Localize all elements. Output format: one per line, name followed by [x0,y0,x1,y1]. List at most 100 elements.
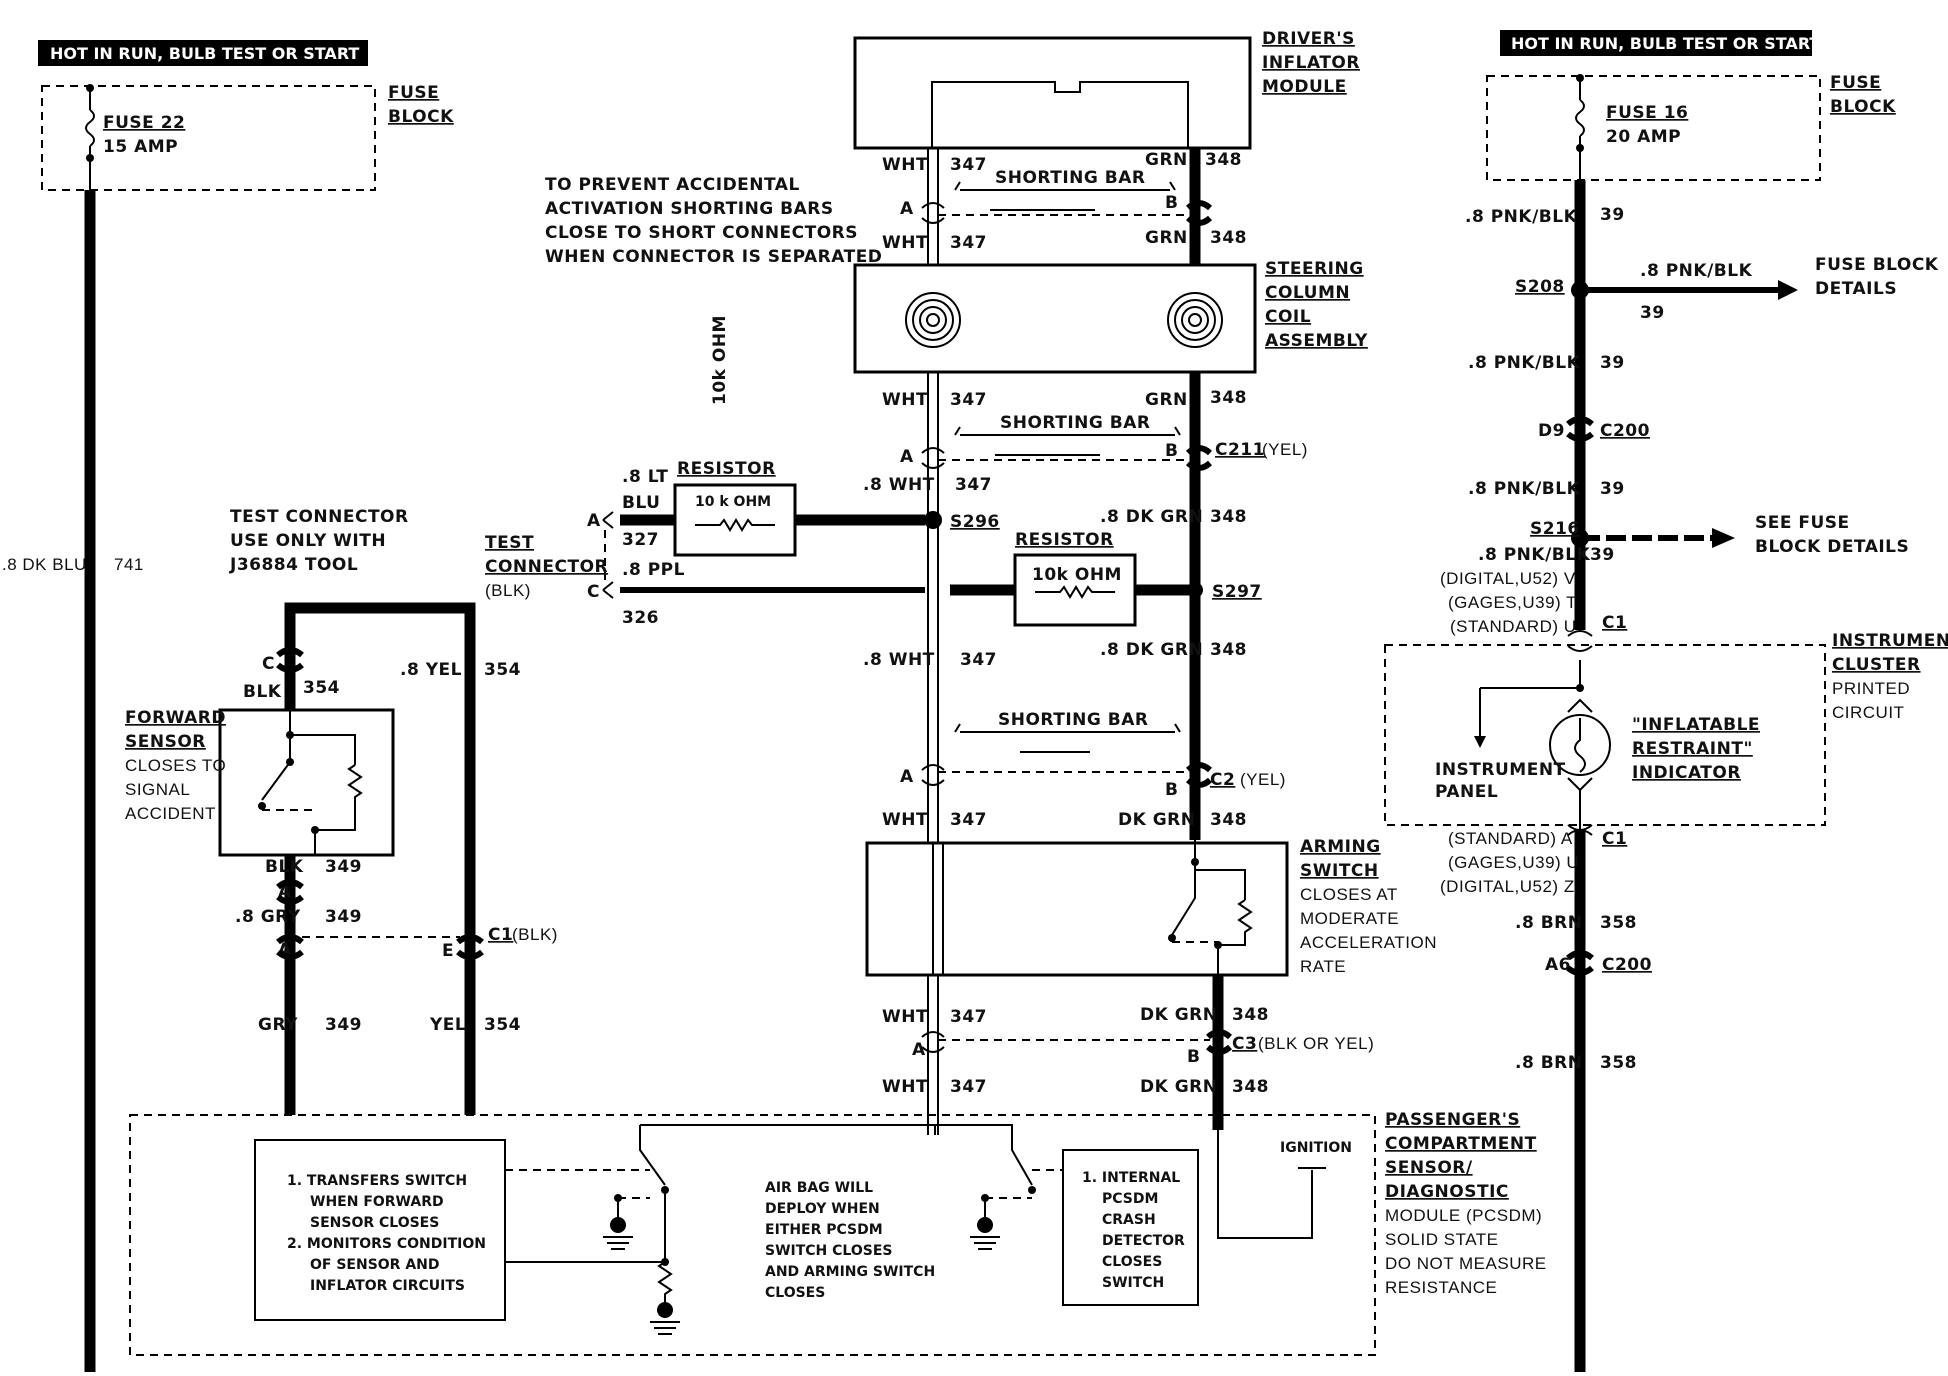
test-connector-circuit: S296 .8 LT BLU 327 RESISTOR 10 k OHM .8 … [229,459,999,628]
wire-label: 1. TRANSFERS SWITCH [287,1173,467,1189]
wire-label: 39 [1640,303,1665,323]
details-2-label-2: BLOCK DETAILS [1755,537,1909,557]
wire-label: DK GRN [1140,1005,1217,1025]
test-connector-label-1: TEST [485,533,534,553]
vertical-resistor-label: 10k OHM [710,315,730,405]
wire-label: AIR BAG WILL [765,1180,873,1196]
forward-sensor-box [218,708,395,857]
wire-labels: WHT 347 GRN 348 WHT 347 GRN 348 WHT 347 … [863,150,1269,1097]
wire-label: 348 [1210,228,1247,248]
coil-label-3: COIL [1265,307,1311,327]
wire-label: 358 [1600,1053,1637,1073]
test-note-2: USE ONLY WITH [230,531,386,551]
right-circuit: .8 PNK/BLK 39 S208 .8 PNK/BLK 39 FUSE BL… [1384,180,1948,1372]
connector-c1: C1 [488,925,513,945]
wire-label: OF SENSOR AND [310,1257,440,1273]
wire-label: .8 WHT [863,650,935,670]
wire-label: (YEL) [1240,770,1286,789]
wire-label: PCSDM [1102,1191,1158,1207]
wire-label: 348 [1232,1005,1269,1025]
arming-switch-box [865,841,1289,977]
shorting-bar-1: SHORTING BAR A B [900,168,1213,226]
wire-label: .8 LT [622,467,668,487]
left-fuse-block-label: FUSE [388,83,439,103]
wire-label: (DIGITAL,U52) Z [1440,877,1575,896]
wire-label: WHT [882,390,928,410]
wire-label: A [900,767,914,787]
wire-label: (STANDARD) U [1450,617,1577,636]
wire-label: GRN [1145,150,1188,170]
test-connector-label-2: CONNECTOR [485,557,608,577]
test-note-3: J36884 TOOL [229,555,358,575]
cluster-label-4: CIRCUIT [1832,703,1904,722]
wire-label: 348 [1210,507,1247,527]
arming-switch: ARMING SWITCH CLOSES AT MODERATE ACCELER… [865,837,1437,977]
wire-label: CLOSES [765,1285,825,1301]
wire-label: B [1165,193,1178,213]
right-fuse-block-label-2: BLOCK [1830,97,1896,117]
right-fuse-block-label: FUSE [1830,73,1881,93]
left-header: HOT IN RUN, BULB TEST OR START [50,44,359,63]
wire-label: CRASH [1102,1212,1156,1228]
wire-741-number: 741 [114,555,144,574]
wire-label: A [900,447,914,467]
wire-label: 39 [1590,545,1615,565]
wire-label: A [900,199,914,219]
details-1-label-1: FUSE BLOCK [1815,255,1939,275]
wire-label: .8 PNK/BLK [1465,207,1578,227]
wire-label: 348 [1210,388,1247,408]
wire-741-color: .8 DK BLU [2,555,87,574]
wire-label: .8 PNK/BLK [1468,479,1581,499]
arming-label-4: MODERATE [1300,909,1399,928]
wire-label: 347 [950,1007,987,1027]
wire-label: C [262,654,275,674]
wire-label: C200 [1600,421,1650,441]
test-connector-label-3: (BLK) [485,581,531,600]
wire-label: .8 BRN [1515,1053,1582,1073]
wire-label: 348 [1232,1077,1269,1097]
forward-sensor-label-3: CLOSES TO [125,756,226,775]
wire-label: 354 [484,1015,521,1035]
wire-label: DK GRN [1118,810,1195,830]
wire-label: 349 [325,907,362,927]
connector-c1-top: C1 [1602,613,1627,633]
wire-label: .8 PPL [622,560,685,580]
resistor-2-label: RESISTOR [1015,530,1114,550]
resistor-1-value: 10 k OHM [695,494,771,510]
wire-label: .8 PNK/BLK [1640,261,1753,281]
details-2-label-1: SEE FUSE [1755,513,1850,533]
wire-label: E [442,941,454,961]
wire-label: BLK [243,682,282,702]
wire-label: D9 [1538,421,1565,441]
indicator-bulb [1549,714,1611,776]
note-line-3: CLOSE TO SHORT CONNECTORS [545,223,858,243]
wire-label: SWITCH [1102,1275,1164,1291]
fuse-16-rating: 20 AMP [1606,127,1681,147]
wire-label: 1. INTERNAL [1082,1170,1180,1186]
right-fuse-block [1486,75,1821,181]
connector-c211: C211 [1215,440,1265,460]
wire-label: DEPLOY WHEN [765,1201,880,1217]
fuse-22-rating: 15 AMP [103,137,178,157]
inflator-label-2: INFLATOR [1262,53,1360,73]
coil-label-1: STEERING [1265,259,1364,279]
wire-label: GRY [258,1015,298,1035]
indicator-label-3: INDICATOR [1632,763,1741,783]
forward-sensor-label-4: SIGNAL [125,780,190,799]
wire-label: BLU [622,493,661,513]
details-1-label-2: DETAILS [1815,279,1897,299]
wire-label: AND ARMING SWITCH [765,1264,935,1280]
wire-label: 347 [950,390,987,410]
wire-label: 347 [950,1077,987,1097]
wire-label: S297 [1212,582,1262,602]
connector-c2: C2 [1210,770,1235,790]
pcsdm-label-2: COMPARTMENT [1385,1134,1537,1154]
wire-label: DETECTOR [1102,1233,1185,1249]
connector-c1-bottom: C1 [1602,829,1627,849]
forward-sensor-section: C BLK 354 .8 YEL 354 FORWARD SENSOR CLOS… [125,602,557,1115]
fuse-22-symbol [85,109,95,147]
wire-label: .8 DK GRN [1100,640,1203,660]
pcsdm-logic-box [254,1139,506,1321]
pcsdm-outline [129,1114,1376,1356]
